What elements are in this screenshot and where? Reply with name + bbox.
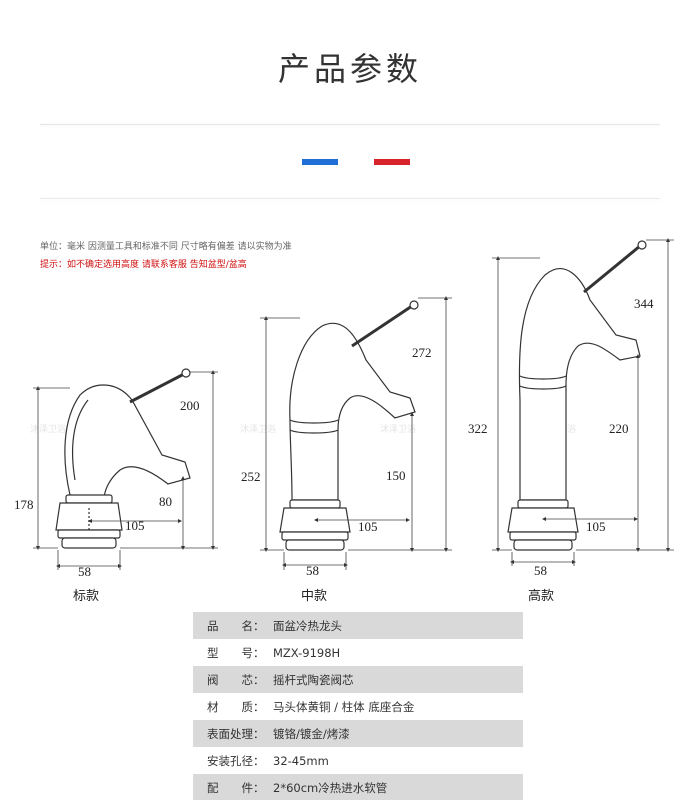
spec-value: 镀铬/镀金/烤漆 [273, 726, 350, 741]
spec-value: 2*60cm冷热进水软管 [273, 780, 388, 795]
dim-base-tall: 58 [534, 563, 547, 578]
tricolor-flag [302, 159, 410, 165]
dim-spout-medium: 150 [386, 468, 406, 483]
page-title: 产品参数 [277, 50, 422, 88]
spec-value: MZX-9198H [273, 645, 341, 660]
spec-value: 面盆冷热龙头 [273, 618, 342, 633]
section-divider [40, 198, 660, 199]
dim-total-standard: 200 [180, 398, 200, 413]
dim-height-standard: 178 [14, 497, 34, 512]
dim-base-standard: 58 [78, 564, 91, 579]
spec-key: 安装孔径： [207, 753, 265, 768]
dim-spout-tall: 220 [609, 421, 629, 436]
spec-value: 摇杆式陶瓷阀芯 [273, 672, 354, 687]
flag-blue [302, 159, 338, 165]
unit-note: 单位：毫米 因测量工具和标准不同 尺寸略有偏差 请以实物为准 [40, 242, 292, 252]
spec-key: 型 号： [207, 645, 265, 660]
spec-value: 32-45mm [273, 753, 329, 768]
spec-row-material: 材 质： 马头体黄铜 / 柱体 底座合金 [193, 693, 523, 720]
flag-red [374, 159, 410, 165]
dimensions-tall [492, 238, 674, 566]
dim-reach-standard: 105 [125, 518, 145, 533]
faucet-dimension-drawing: 沐泽卫浴 沐泽卫浴 沐泽卫浴 沐泽卫浴 沐泽卫浴 178 200 80 105 [14, 238, 674, 604]
dim-height-medium: 252 [241, 469, 261, 484]
header-divider [40, 124, 660, 125]
spec-row-finish: 表面处理： 镀铬/镀金/烤漆 [193, 720, 523, 747]
dimensions-standard [33, 370, 218, 570]
spec-key: 阀 芯： [207, 672, 265, 687]
svg-text:沐泽卫浴: 沐泽卫浴 [380, 423, 416, 435]
label-tall: 高款 [528, 588, 554, 604]
faucet-tall [507, 240, 647, 551]
spec-key: 材 质： [207, 699, 265, 714]
dim-total-medium: 272 [412, 345, 432, 360]
svg-text:沐泽卫浴: 沐泽卫浴 [30, 423, 66, 435]
spec-row-valve: 阀 芯： 摇杆式陶瓷阀芯 [193, 666, 523, 693]
dim-reach-tall: 105 [586, 519, 606, 534]
label-medium: 中款 [301, 589, 327, 604]
spec-row-accessories: 配 件： 2*60cm冷热进水软管 [193, 774, 523, 800]
flag-white [338, 159, 374, 165]
spec-key: 品 名： [207, 618, 265, 633]
dimensions-medium [260, 296, 452, 570]
dim-spout-standard: 80 [159, 494, 172, 509]
label-standard: 标款 [73, 589, 99, 604]
spec-row-hole: 安装孔径： 32-45mm [193, 747, 523, 774]
spec-row-name: 品 名： 面盆冷热龙头 [193, 612, 523, 639]
dim-total-tall: 344 [634, 296, 654, 311]
spec-value: 马头体黄铜 / 柱体 底座合金 [273, 699, 415, 714]
dim-base-medium: 58 [306, 563, 319, 578]
hint-note: 提示：如不确定选用高度 请联系客服 告知盆型/盆高 [40, 260, 247, 270]
faucet-standard [55, 368, 191, 549]
spec-key: 配 件： [207, 780, 265, 795]
dim-height-tall: 322 [468, 421, 488, 436]
spec-row-model: 型 号： MZX-9198H [193, 639, 523, 666]
dim-reach-medium: 105 [358, 519, 378, 534]
spec-key: 表面处理： [207, 726, 265, 741]
spec-table: 品 名： 面盆冷热龙头 型 号： MZX-9198H 阀 芯： 摇杆式陶瓷阀芯 … [193, 612, 523, 800]
svg-text:沐泽卫浴: 沐泽卫浴 [240, 423, 276, 435]
